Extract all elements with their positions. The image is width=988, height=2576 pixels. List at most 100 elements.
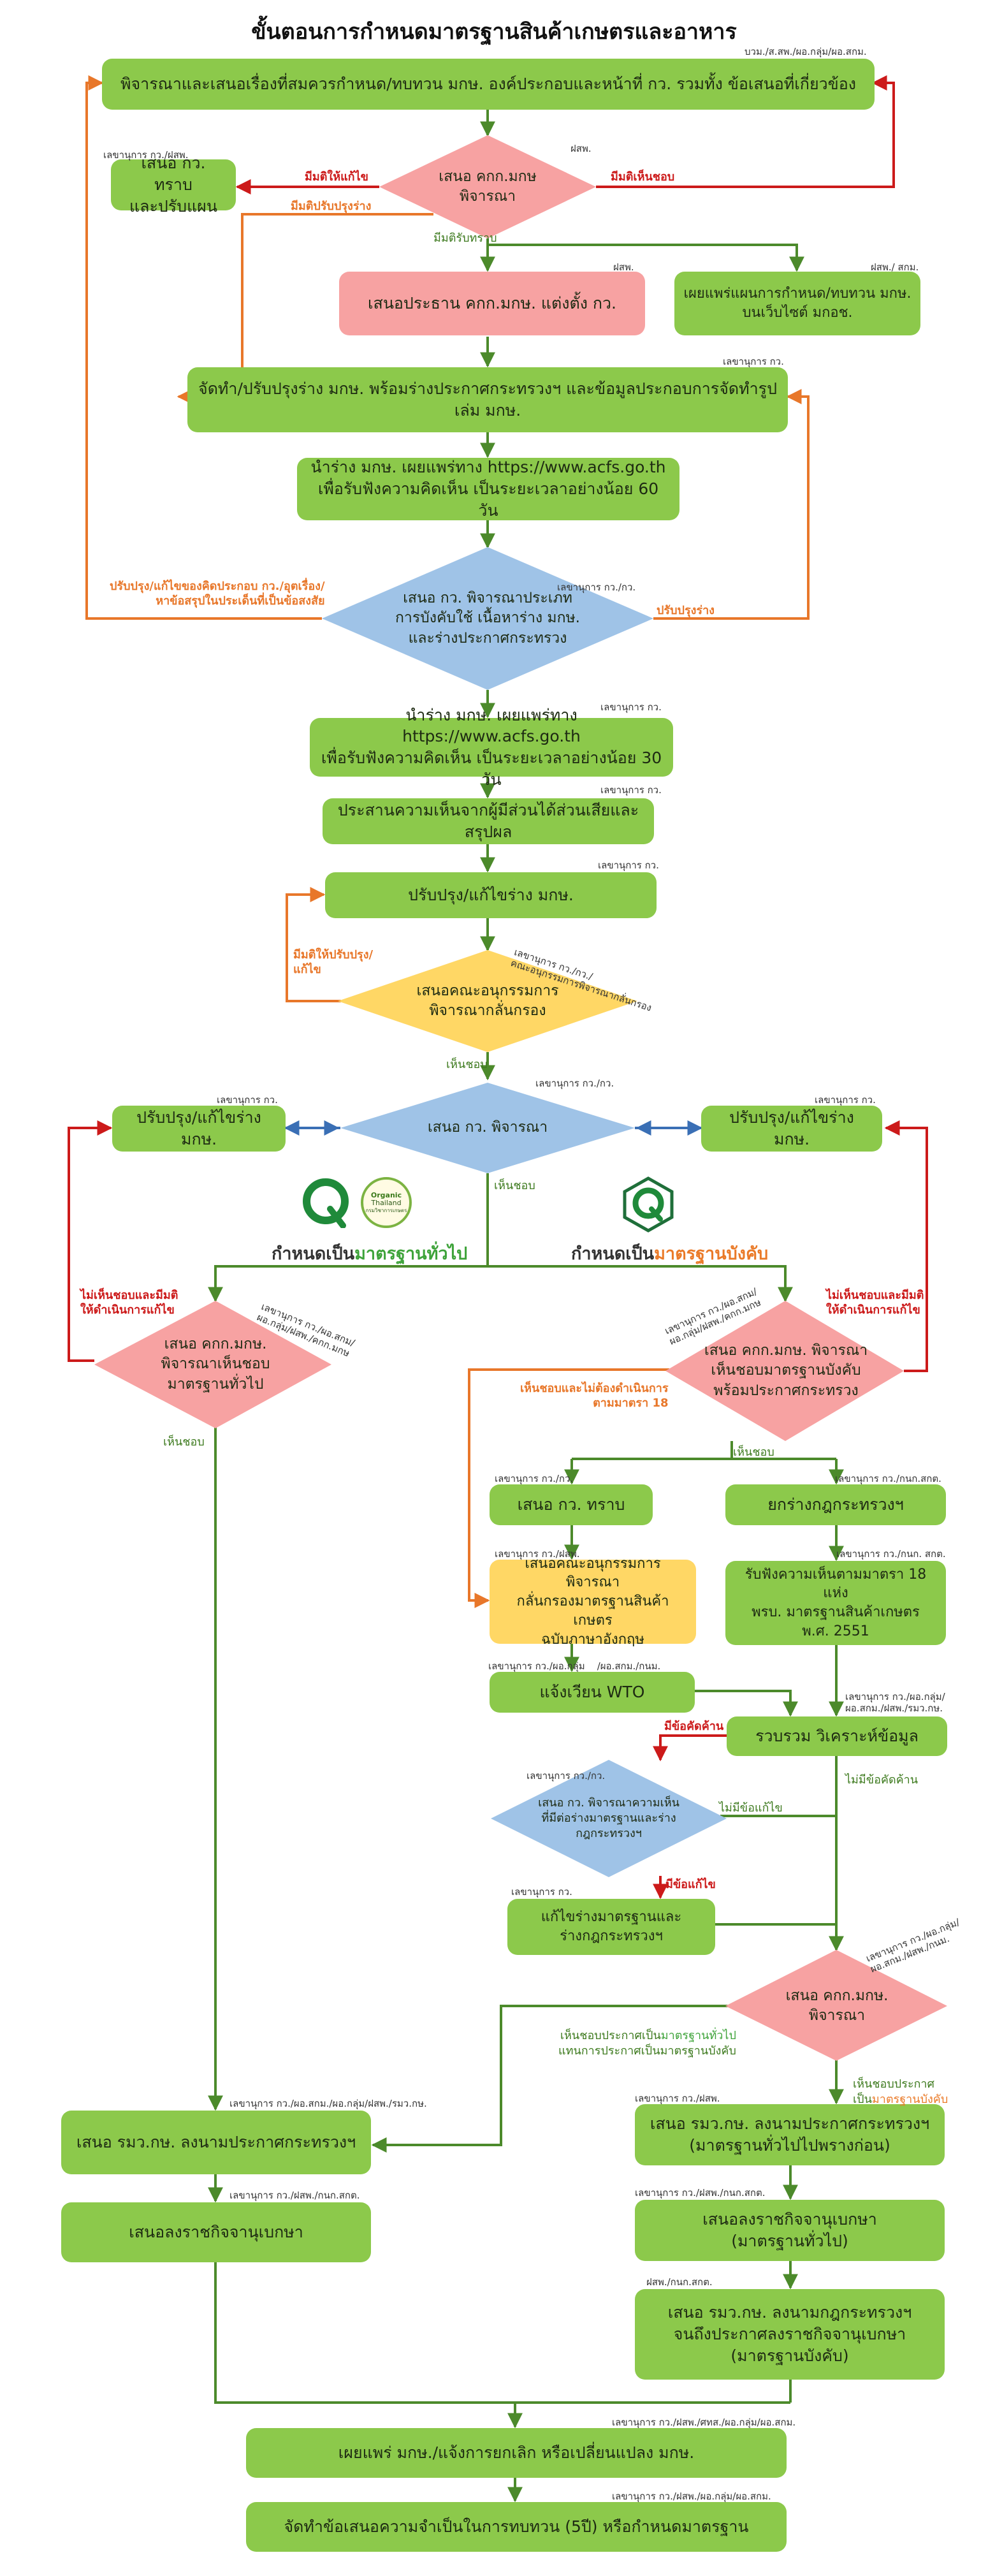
- logo-text: Thailand: [371, 1199, 402, 1208]
- condition-part: เป็น: [853, 2092, 872, 2106]
- logo-text: Organic: [370, 1190, 402, 1199]
- owner-label: เลขานุการ กว./กว.: [495, 1473, 574, 1484]
- owner-label: บวม./ส.สพ./ผอ.กลุ่ม/ผอ.สกม.: [745, 46, 867, 57]
- condition-part: เห็นชอบประกาศ: [853, 2077, 934, 2091]
- diamond-n8: [322, 547, 653, 690]
- decision-subcommittee-review: เสนอ กว. พิจารณา: [427, 1119, 548, 1136]
- condition-label: เห็นชอบและไม่ต้องดำเนินการ ตามมาตรา 18: [520, 1382, 669, 1410]
- owner-label: เลขานุการ กว./ผอ.สกม./ผอ.กลุ่ม/ฝสพ./รมว.…: [229, 2098, 427, 2109]
- owner-label: เลขานุการ กว./ฝสพ./กนก.สกต.: [635, 2187, 766, 2199]
- step-english-version-review: เสนอคณะอนุกรรมการพิจารณา กลั่นกรองมาตรฐา…: [490, 1556, 696, 1648]
- condition-label: ไม่เห็นชอบและมีมติ ให้ดำเนินการแก้ไข: [826, 1289, 924, 1317]
- condition-label: ปรับปรุง/แก้ไขของคิดประกอบ กว./อุตเรื่อง…: [110, 580, 325, 608]
- condition-highlight: มาตรฐานทั่วไป: [660, 2029, 736, 2043]
- step-royal-gazette-general: เสนอลงราชกิจจานุเบกษา (มาตรฐานทั่วไป): [635, 2200, 945, 2261]
- owner-label: เลขานุการ กว./กว.: [535, 1078, 614, 1089]
- step-publish-standard: เผยแพร่ มกษ./แจ้งการยกเลิก หรือเปลี่ยนแป…: [246, 2428, 787, 2478]
- owner-label: เลขานุการ กว./ผอ.กลุ่ม/ ผอ.สกม./ฝสพ./รมว…: [845, 1691, 945, 1714]
- arrow-n17-n15-loop: [884, 1120, 928, 1372]
- diamond-n16: [94, 1301, 331, 1428]
- diamond-n2: [379, 135, 596, 238]
- step-appoint-subcommittee: เสนอประธาน คกก.มกษ. แต่งตั้ง กว.: [339, 272, 645, 335]
- diamond-n13: [340, 1083, 635, 1173]
- step-minister-sign-general: เสนอ รมว.กษ. ลงนามประกาศกระทรวงฯ (มาตรฐา…: [635, 2104, 945, 2165]
- step-publish-plan: เผยแพร่แผนการกำหนด/ทบทวน มกษ. บนเว็บไซต์…: [674, 272, 920, 335]
- arrow-n8-n1-loop: [85, 75, 322, 620]
- decision-committee-final: เสนอ คกก.มกษ. พิจารณา: [785, 1987, 889, 2024]
- decision-review-comments: เสนอ กว. พิจารณาความเห็น ที่มีต่อร่างมาต…: [538, 1796, 679, 1841]
- owner-label: เลขานุการ กว./ฝสพ./ศทส./ผอ.กลุ่ม/ผอ.สกม.: [612, 2417, 796, 2428]
- owner-label: เลขานุการ กว.: [600, 784, 662, 796]
- arrow-n2-n1-loop: [596, 75, 895, 188]
- condition-label: ปรับปรุงร่าง: [657, 604, 715, 617]
- arrow-n26-n27: [371, 2005, 732, 2153]
- arrow-n8-n6-loop: [653, 389, 810, 620]
- step-minister-sign-announcement: เสนอ รมว.กษ. ลงนามประกาศกระทรวงฯ: [61, 2111, 371, 2174]
- step-review-necessity: จัดทำข้อเสนอความจำเป็นในการทบทวน (5ปี) ห…: [246, 2502, 787, 2552]
- arrow-n28-merge: [214, 2262, 790, 2404]
- decision-mandatory-standard: เสนอ คกก.มกษ. พิจารณา เห็นชอบมาตรฐานบังค…: [704, 1342, 868, 1399]
- page-title: ขั้นตอนการกำหนดมาตรฐานสินค้าเกษตรและอาหา…: [251, 19, 737, 45]
- owner-label: ฝสพ./ สกม.: [871, 261, 919, 273]
- condition-label: ไม่เห็นชอบและมีมติ ให้ดำเนินการแก้ไข: [80, 1289, 178, 1317]
- decision-committee-review: เสนอ คกก.มกษ พิจารณา: [439, 168, 537, 205]
- condition-label: มีข้อคัดค้าน: [664, 1720, 724, 1733]
- heading-mandatory-standard: กำหนดเป็นมาตรฐานบังคับ: [571, 1240, 768, 1267]
- step-inform-subcommittee: เสนอ กว. ทราบ และปรับแผน: [111, 154, 236, 216]
- step-public-hearing-60: นำร่าง มกษ. เผยแพร่ทาง https://www.acfs.…: [297, 458, 679, 520]
- step-propose-standard: พิจารณาและเสนอเรื่องที่สมควรกำหนด/ทบทวน …: [102, 59, 875, 110]
- condition-label: มีมติเห็นชอบ: [611, 170, 675, 184]
- step-draft-ministerial-regulation: ยกร่างกฎกระทรวงฯ: [725, 1484, 946, 1525]
- heading-highlight: มาตรฐานทั่วไป: [354, 1244, 468, 1264]
- owner-label: เลขานุการ กว./ผอ.กลุ่ม /ผอ.สกม./กนม.: [488, 1660, 661, 1672]
- condition-part: เห็นชอบประกาศเป็น: [560, 2029, 661, 2043]
- condition-label: เห็นชอบประกาศเป็นมาตรฐานทั่วไปแทนการประก…: [558, 2014, 736, 2058]
- owner-label: เลขานุการ กว.: [511, 1886, 572, 1898]
- condition-highlight: มาตรฐานบังคับ: [871, 2092, 948, 2106]
- condition-label: มีข้อแก้ไข: [665, 1878, 716, 1891]
- condition-label: ไม่มีข้อแก้ไข: [719, 1801, 783, 1815]
- condition-label: เห็นชอบ: [494, 1179, 535, 1192]
- arrow-split-right: [488, 1265, 793, 1303]
- step-public-hearing-30: นำร่าง มกษ. เผยแพร่ทาง https://www.acfs.…: [310, 706, 673, 789]
- condition-label: เห็นชอบ: [163, 1435, 205, 1449]
- condition-label: เห็นชอบประกาศเป็นมาตรฐานบังคับ: [853, 2062, 948, 2107]
- owner-label: เลขานุการ กว./ฝสพ.: [495, 1548, 580, 1560]
- owner-label: เลขานุการ กว./กนก. สกต.: [836, 1548, 946, 1560]
- owner-label: เลขานุการ กว./ฝสพ.: [635, 2093, 720, 2104]
- condition-label: ไม่มีข้อคัดค้าน: [845, 1773, 919, 1787]
- arrow-n23-n24: [653, 1734, 727, 1762]
- arrow-n16-n14-loop: [68, 1120, 113, 1362]
- step-revise-draft: ปรับปรุง/แก้ไขร่าง มกษ.: [325, 872, 657, 918]
- logo-text: กรมวิชาการเกษตร: [365, 1208, 407, 1214]
- step-coordinate-stakeholders: ประสานความเห็นจากผู้มีส่วนได้ส่วนเสียและ…: [323, 798, 654, 844]
- owner-label: ฝสพ.: [613, 261, 634, 273]
- step-revise-draft-left: ปรับปรุง/แก้ไขร่าง มกษ.: [112, 1106, 286, 1152]
- arrow-branch-line: [488, 244, 804, 272]
- step-draft-standard: จัดทำ/ปรับปรุงร่าง มกษ. พร้อมร่างประกาศก…: [187, 367, 788, 432]
- heading-part: กำหนดเป็น: [571, 1244, 655, 1264]
- owner-label: เลขานุการ กว.: [598, 860, 659, 871]
- arrow-split-left: [208, 1265, 488, 1303]
- diamond-n24: [491, 1760, 727, 1877]
- condition-label: มีมติปรับปรุงร่าง: [291, 200, 372, 213]
- diamond-n17: [665, 1301, 904, 1441]
- decision-enforcement-type: เสนอ กว. พิจารณาประเภท การบังคับใช้ เนื้…: [395, 590, 580, 647]
- step-royal-gazette: เสนอลงราชกิจจานุเบกษา: [61, 2202, 371, 2262]
- diamond-n12: [338, 950, 637, 1052]
- step-section18-hearing: รับฟังความเห็นตามมาตรา 18 แห่ง พรบ. มาตร…: [725, 1561, 946, 1645]
- owner-label: เลขานุการ กว./ฝสพ./กนก.สกต.: [229, 2190, 360, 2201]
- owner-label: เลขานุการ กว.: [815, 1094, 876, 1106]
- heading-general-standard: กำหนดเป็นมาตรฐานทั่วไป: [272, 1240, 467, 1267]
- heading-part: กำหนดเป็น: [272, 1244, 355, 1264]
- owner-label: เลขานุการ กว.: [723, 356, 784, 367]
- condition-label: มีมติรับทราบ: [433, 231, 497, 245]
- owner-label: เลขานุการ กว./ฝสพ./ผอ.กลุ่ม/ผอ.สกม.: [612, 2491, 771, 2502]
- step-inform-subcommittee-2: เสนอ กว. ทราบ: [490, 1484, 653, 1525]
- mandatory-q-mark-icon: [623, 1176, 674, 1233]
- organic-thailand-icon: Organic Thailand กรมวิชาการเกษตร: [361, 1177, 412, 1228]
- condition-label: มีมติให้แก้ไข: [305, 170, 368, 184]
- condition-label: เห็นชอบ: [733, 1445, 774, 1459]
- owner-label: ฝสพ./กนก.สกต.: [646, 2276, 713, 2288]
